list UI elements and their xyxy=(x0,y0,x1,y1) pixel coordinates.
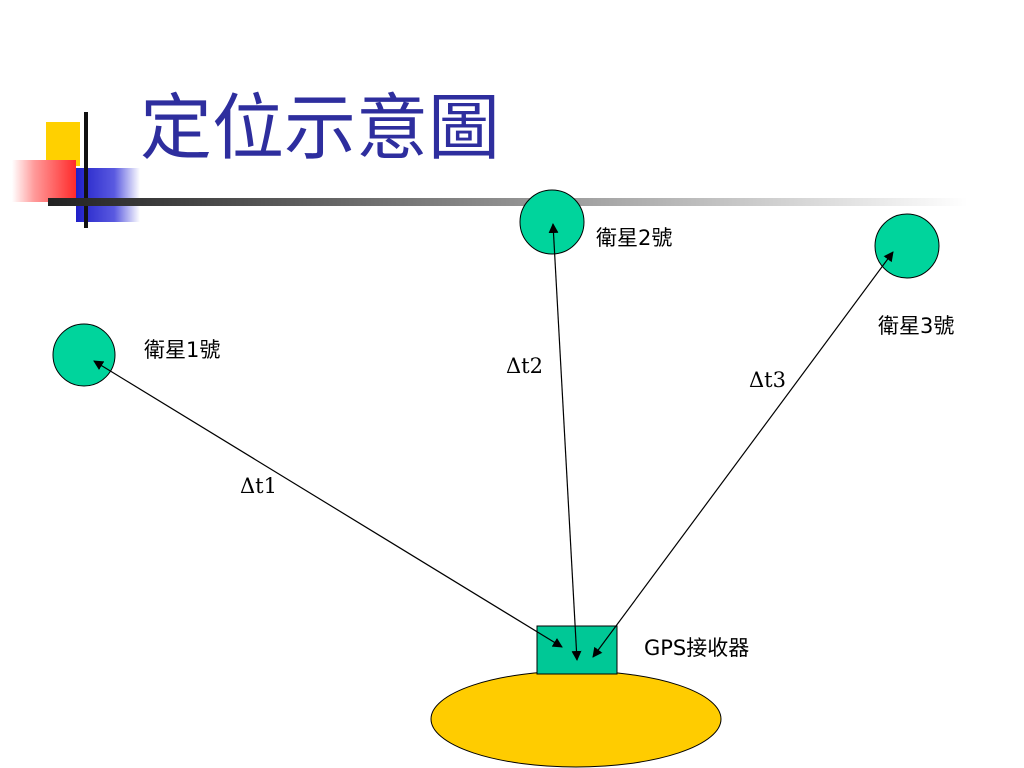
page-title: 定位示意圖 xyxy=(140,86,501,170)
satellite-3-label: 衛星3號 xyxy=(878,314,955,338)
satellite-2-label: 衛星2號 xyxy=(596,226,673,250)
title-underline xyxy=(48,198,968,206)
satellite-1 xyxy=(52,323,116,387)
signal-2-label: Δt2 xyxy=(506,354,543,378)
signal-3-label: Δt3 xyxy=(749,368,786,392)
satellite-3 xyxy=(874,213,940,279)
signal-1-label: Δt1 xyxy=(240,474,277,498)
gps-receiver-label: GPS接收器 xyxy=(644,636,750,660)
satellite-2 xyxy=(519,189,585,255)
satellite-1-label: 衛星1號 xyxy=(144,338,221,362)
deco-vertical-line xyxy=(84,112,88,228)
signal-line-1 xyxy=(93,360,563,648)
signal-line-2 xyxy=(548,223,582,661)
signal-line-3 xyxy=(592,251,894,658)
earth-ellipse xyxy=(430,670,722,768)
deco-yellow-square xyxy=(46,122,80,166)
deco-red-bar xyxy=(12,160,76,202)
